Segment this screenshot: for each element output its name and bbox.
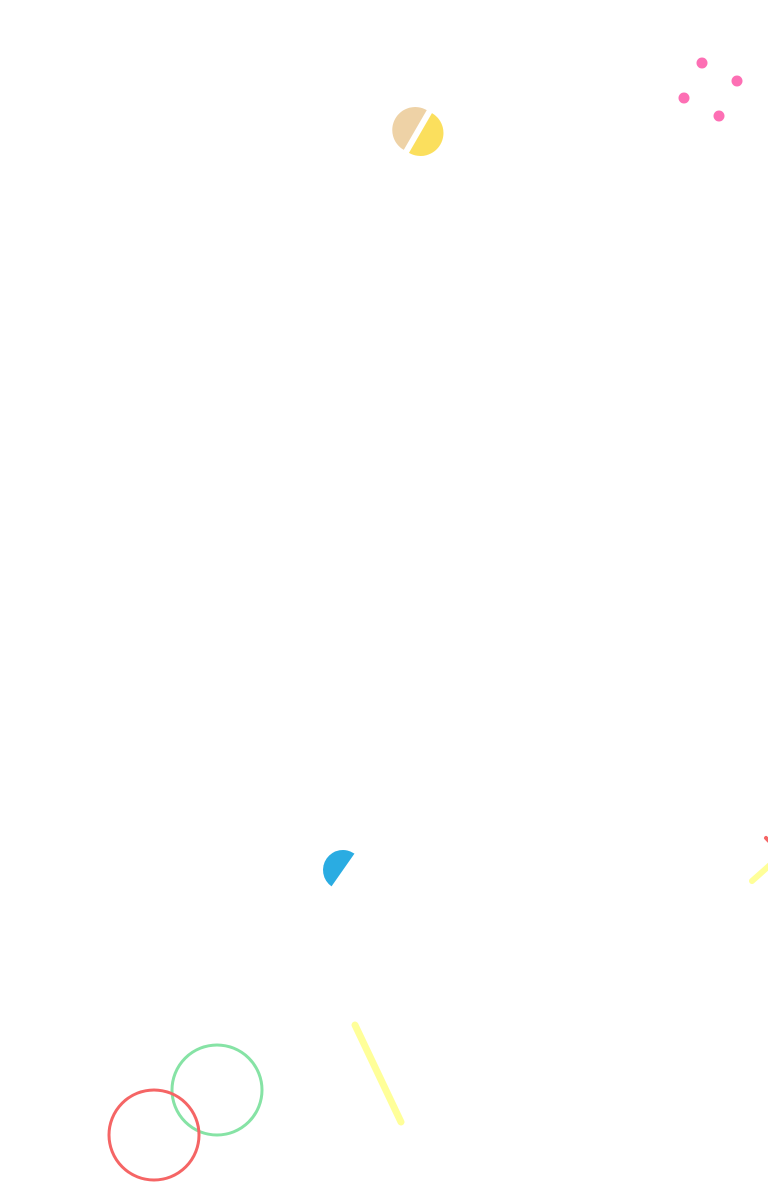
red-tick-shape (764, 836, 768, 843)
pink-dot-cluster (678, 57, 743, 122)
blue-half-circle-shape (323, 850, 355, 887)
red-ring-shape (107, 1088, 201, 1182)
pink-dot (731, 75, 743, 87)
yellow-line-short (749, 862, 768, 884)
pink-dot (713, 110, 725, 122)
pink-dot (696, 57, 708, 69)
pink-dot (678, 92, 690, 104)
green-ring-shape (170, 1043, 264, 1137)
blue-half-circle (323, 850, 355, 887)
yellow-line-long (351, 1021, 405, 1126)
split-circle-shape (392, 107, 444, 156)
split-circle-right-half (408, 113, 444, 156)
split-circle-left-half (392, 107, 427, 150)
